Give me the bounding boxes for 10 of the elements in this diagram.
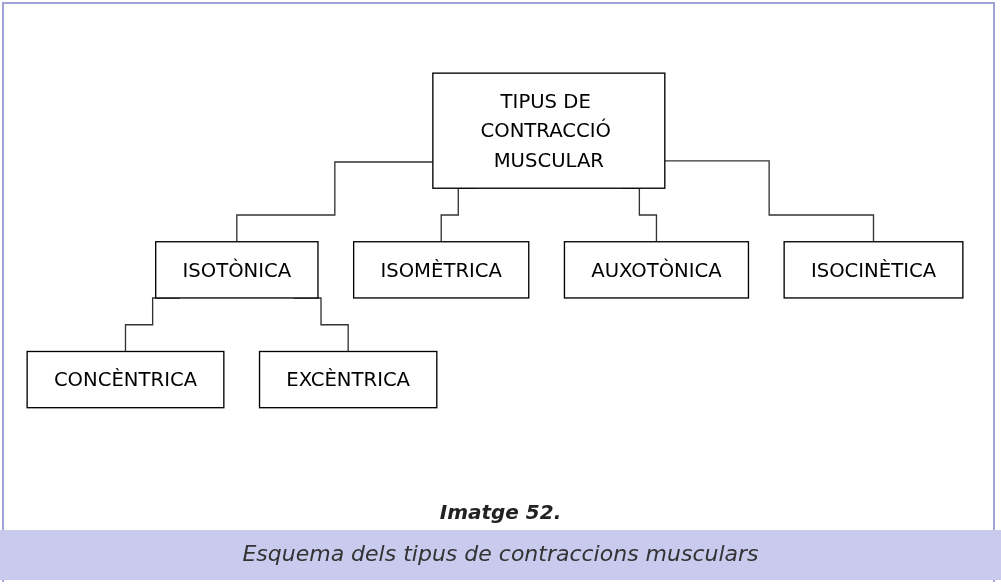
node-box: ISOTÒNICA	[155, 240, 319, 299]
caption-text: Esquema dels tipus de contraccions musculars	[0, 530, 1001, 580]
node-box: TIPUS DE CONTRACCIÓ MUSCULAR	[432, 72, 666, 189]
node-box: AUXOTÒNICA	[563, 240, 750, 299]
node-box: EXCÈNTRICA	[258, 350, 438, 408]
node-box: ISOCINÈTICA	[783, 240, 964, 299]
figure-label: Imatge 52.	[438, 500, 563, 524]
node-box: CONCÈNTRICA	[26, 350, 225, 408]
node-box: ISOMÈTRICA	[352, 240, 530, 299]
connector	[664, 159, 875, 242]
